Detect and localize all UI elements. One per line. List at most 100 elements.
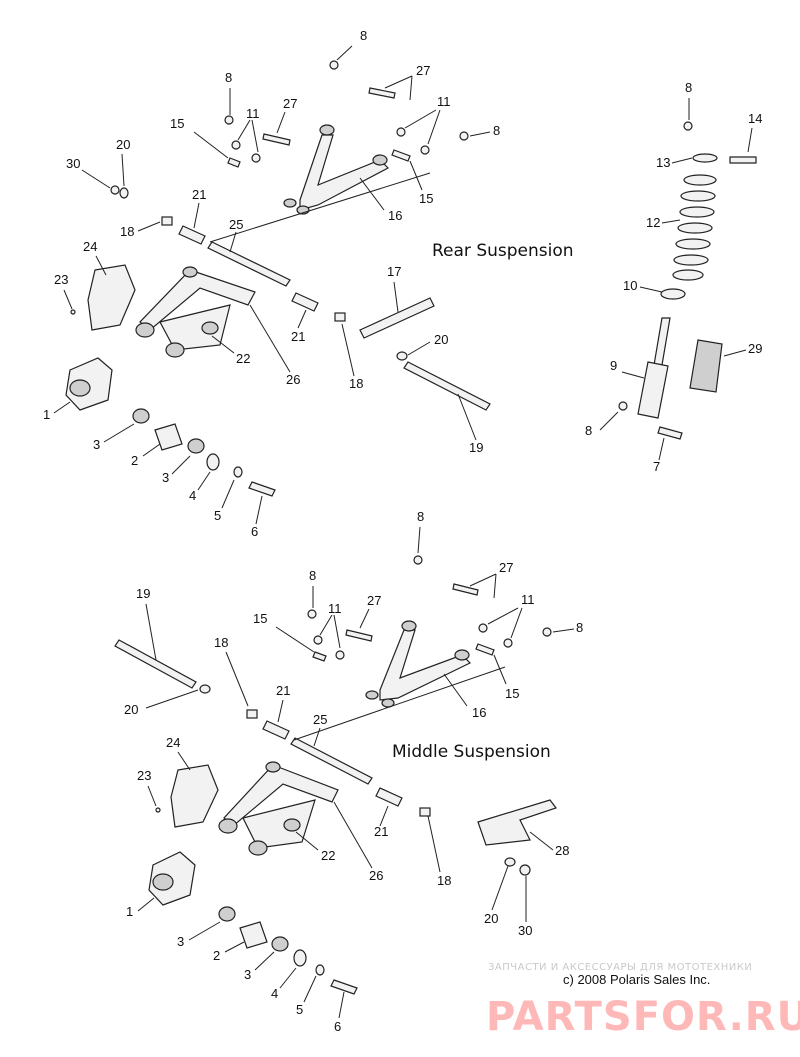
callout-label: 20 [116,137,130,152]
callout-label: 8 [493,123,500,138]
rear-bolt-18b [334,312,346,322]
callout-label: 6 [251,524,258,539]
callout-label: 15 [170,116,184,131]
rear-nut-8c [459,131,469,141]
callout-label: 11 [246,106,260,121]
middle-upper-a-arm [365,620,472,708]
callout-label: 16 [388,208,402,223]
callout-label: 17 [387,264,401,279]
middle-sleeve-2 [239,921,268,949]
rear-bolt-27a [368,87,396,99]
callout-label: 8 [417,509,424,524]
rear-bushing-11c [231,140,241,150]
rear-pin-23 [70,309,76,315]
callout-label: 21 [291,329,305,344]
shock-bolt-14 [729,156,757,164]
rear-guard-24 [87,264,136,331]
rear-upper-a-arm [283,124,389,215]
middle-axis-line [293,666,506,741]
callout-label: 1 [126,904,133,919]
callout-label: 4 [189,488,196,503]
callout-label: 18 [349,376,363,391]
middle-bushing-3b [271,936,289,952]
callout-label: 16 [472,705,486,720]
rear-washer-20b [119,187,129,199]
middle-suspension-title: Middle Suspension [392,742,551,762]
rear-pin-15a [227,157,241,168]
rear-bushing-3a [132,408,150,424]
callout-label: 27 [367,593,381,608]
callout-label: 8 [225,70,232,85]
middle-bushing-11d [335,650,345,660]
callout-label: 27 [283,96,297,111]
callout-label: 12 [646,215,660,230]
callout-label: 19 [136,586,150,601]
rear-bushing-11b [420,145,430,155]
callout-label: 29 [748,341,762,356]
callout-label: 8 [685,80,692,95]
callout-label: 30 [518,923,532,938]
middle-bushing-11b [503,638,513,648]
middle-suspension-group: Middle Suspension [114,509,583,1034]
callout-label: 27 [499,560,513,575]
spring-seat-10 [660,288,686,300]
rear-nut-8a [329,60,339,70]
callout-label: 24 [166,735,180,750]
rear-callouts: 8 27 8 11 27 11 8 15 30 20 21 25 15 [43,28,762,539]
rear-bushing-21a [178,225,206,245]
middle-bolt-18a [246,709,258,719]
callout-label: 8 [360,28,367,43]
middle-bolt-6 [330,979,358,995]
callout-label: 22 [236,351,250,366]
middle-washer-20 [199,684,211,694]
rear-pivot-shaft [207,241,291,287]
middle-callouts: 8 27 8 11 27 11 8 15 19 18 21 25 15 [124,509,583,1034]
middle-bushing-21a [262,720,290,740]
callout-label: 4 [271,986,278,1001]
callout-label: 23 [54,272,68,287]
shock-assembly [618,121,757,440]
rear-suspension-title: Rear Suspension [432,241,574,261]
rear-axis-line [209,172,431,243]
rear-hub-1 [65,357,113,411]
rear-bolt-27b [262,133,291,146]
middle-bushing-11c [313,635,323,645]
rear-nut-30 [110,185,120,195]
coil-spring-12 [672,174,717,281]
middle-pin-15b [475,643,495,656]
rear-washer-5 [233,466,243,478]
middle-pin-15a [312,651,327,662]
callout-label: 11 [328,601,342,616]
callout-label: 5 [296,1002,303,1017]
middle-long-bolt-19 [114,639,197,689]
callout-label: 19 [469,440,483,455]
callout-label: 30 [66,156,80,171]
middle-bolt-18b [419,807,431,817]
middle-bolt-27a [452,583,479,596]
callout-label: 3 [244,967,251,982]
spring-retainer-13 [692,153,718,163]
callout-label: 3 [162,470,169,485]
watermark-logo: PARTSFOR.RU [486,994,800,1040]
rear-washer-20 [396,351,408,361]
callout-label: 22 [321,848,335,863]
middle-nut-30 [519,864,531,876]
rear-bushing-3b [187,438,205,454]
callout-label: 14 [748,111,762,126]
callout-label: 6 [334,1019,341,1034]
middle-bushing-3a [218,906,236,922]
callout-label: 21 [192,187,206,202]
callout-label: 20 [484,911,498,926]
callout-label: 5 [214,508,221,523]
callout-label: 15 [419,191,433,206]
middle-pin-23 [155,807,161,813]
callout-label: 8 [585,423,592,438]
shock-bolt-7 [657,426,683,440]
middle-nut-8c [542,627,552,637]
shock-body-9 [637,361,669,419]
callout-label: 9 [610,358,617,373]
callout-label: 21 [374,824,388,839]
shock-nut-8b [618,401,628,411]
middle-nut-8a [413,555,423,565]
rear-sleeve-2 [154,423,183,451]
